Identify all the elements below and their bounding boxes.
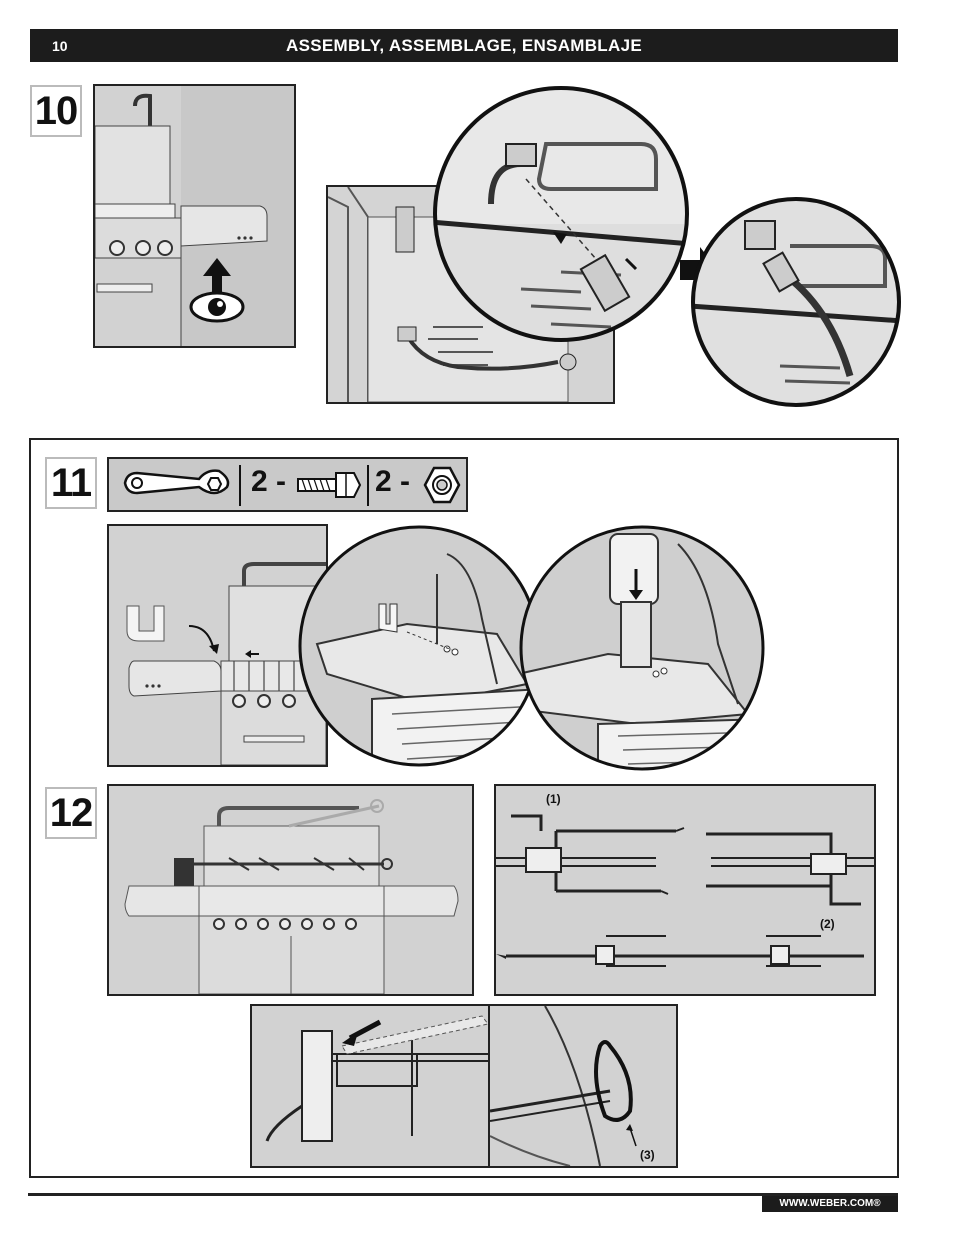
parts-divider <box>367 465 369 506</box>
step11-parts-box: 2 - 2 - <box>107 457 468 512</box>
parts-divider <box>239 465 241 506</box>
nut-qty: 2 - <box>375 465 411 498</box>
step10-zoom-detail-connected <box>690 196 903 409</box>
footer-rule <box>28 1193 898 1196</box>
eye-icon <box>189 291 245 323</box>
bolt-icon <box>297 472 362 498</box>
callout-3: (3) <box>640 1148 655 1162</box>
callout-1: (1) <box>546 792 561 806</box>
step-number-12: 12 <box>45 787 97 839</box>
steps-11-12-container <box>29 438 899 1178</box>
bolt-qty: 2 - <box>251 465 287 498</box>
step11-grill-overview <box>107 524 328 767</box>
step10-grill-illustration <box>93 84 296 348</box>
step12-motor-insert-detail <box>250 1004 490 1168</box>
page-title: ASSEMBLY, ASSEMBLAGE, ENSAMBLAJE <box>286 36 642 55</box>
step-number-10: 10 <box>30 85 82 137</box>
wrench-icon <box>123 469 230 495</box>
step-number-11: 11 <box>45 457 97 509</box>
page-header: 10 ASSEMBLY, ASSEMBLAGE, ENSAMBLAJE <box>30 29 898 62</box>
step11-zoom-bracket-mount <box>297 524 542 769</box>
step12-spit-forks-detail: (1) (2) <box>494 784 876 996</box>
step10-zoom-detail-connect <box>431 84 691 344</box>
step12-rotisserie-overview <box>107 784 474 996</box>
step11-zoom-bracket-attached <box>518 524 767 773</box>
callout-2: (2) <box>820 917 835 931</box>
page-number: 10 <box>52 38 68 54</box>
footer-url: WWW.WEBER.COM® <box>762 1196 898 1212</box>
nut-icon <box>423 466 461 504</box>
step12-handle-detail: (3) <box>488 1004 678 1168</box>
